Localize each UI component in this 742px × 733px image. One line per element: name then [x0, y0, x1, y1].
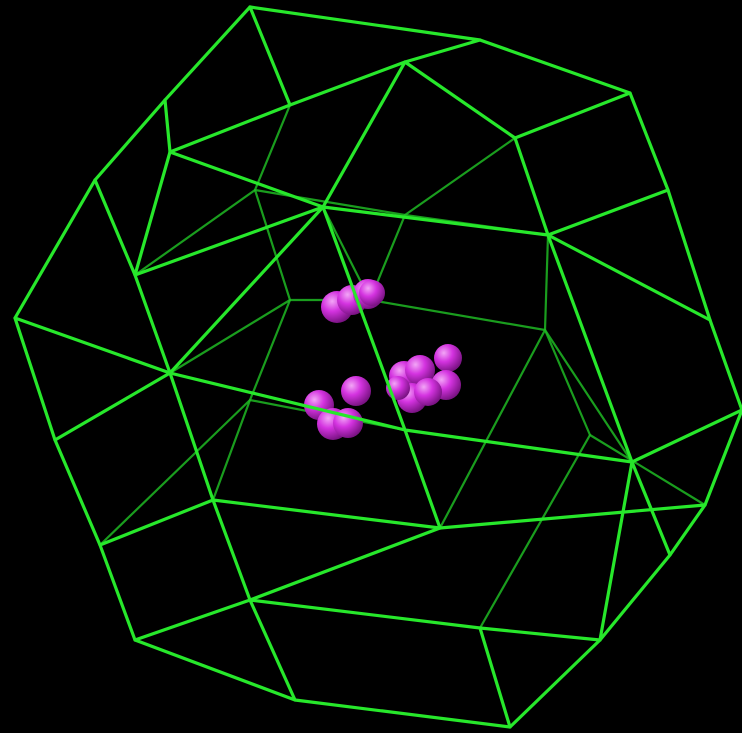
atom-sphere[interactable]: [359, 280, 385, 306]
atom-sphere[interactable]: [434, 344, 462, 372]
atom-sphere[interactable]: [414, 378, 442, 406]
atom-sphere[interactable]: [341, 376, 371, 406]
